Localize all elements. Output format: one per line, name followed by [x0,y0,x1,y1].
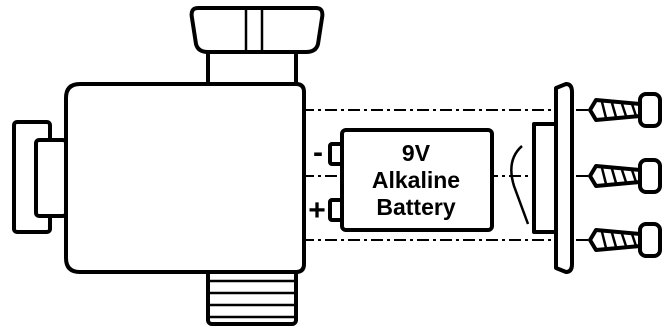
side-connector-inner [36,140,66,216]
cover-plate [556,84,572,272]
bottom-threaded-outlet [208,268,296,324]
top-inlet-nut [192,8,323,92]
inlet-nut-cap [192,8,323,52]
battery: 9V Alkaline Battery [342,130,492,230]
battery-label-type: Alkaline [372,167,460,193]
positive-sign: + [308,194,326,227]
screw-head [640,224,660,256]
battery-label-voltage: 9V [402,140,431,166]
battery-clip [511,146,528,224]
mounting-screws [590,94,660,256]
outlet-threads [208,268,296,324]
screw-middle [590,160,660,192]
cover-inner-ridge [534,124,556,232]
side-connector [14,122,66,232]
screw-bottom [590,224,660,256]
battery-cover [511,84,572,272]
screw-head [640,94,660,126]
negative-sign: - [313,136,323,169]
battery-label-word: Battery [376,194,455,220]
battery-terminals: - + [308,136,342,227]
valve-housing [66,84,304,272]
screw-top [590,94,660,126]
screw-head [640,160,660,192]
